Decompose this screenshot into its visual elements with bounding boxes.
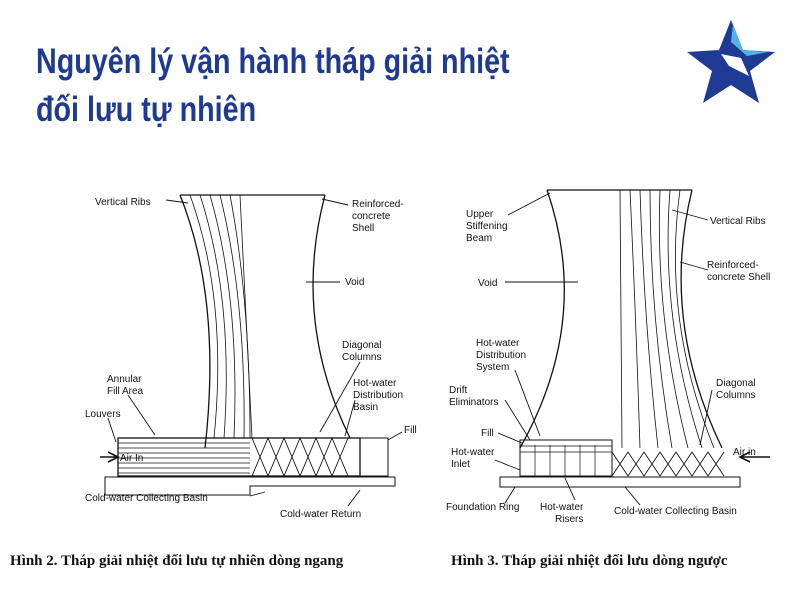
label-risers-line-2: Risers [555,514,583,525]
right-leader-lines [494,192,713,506]
left-tower-drawing [100,194,403,507]
label-hotinlet-line-1: Hot-water [451,447,495,458]
label-hotwater-line-3: Basin [353,402,378,413]
page-title-line-1: Nguyên lý vận hành tháp giải nhiệt [36,42,510,81]
right-fill-area [519,439,613,477]
label-vertical-ribs-right: Vertical Ribs [710,216,766,227]
label-shell-right-line-2: concrete Shell [707,272,770,283]
left-diagonal-columns [251,436,349,478]
right-vertical-ribs [619,189,715,449]
left-vertical-ribs [189,194,253,439]
left-shell-outer-right [312,194,351,439]
left-labels: Vertical Ribs Reinforced- concrete Shell… [85,197,417,520]
label-diagonal-line-2: Columns [342,352,381,363]
left-air-arrow [100,451,120,463]
left-shell-outer-left [179,194,211,449]
label-foundation: Foundation Ring [446,502,519,513]
label-cold-return: Cold-water Return [280,509,361,520]
right-cold-basin [499,476,741,488]
label-shell-line-3: Shell [352,223,374,234]
label-void-right: Void [478,278,497,289]
label-shell-right-line-1: Reinforced- [707,260,759,271]
left-louvers [118,442,250,474]
right-diagonal-columns [611,451,725,477]
label-fill: Fill [404,425,417,436]
label-louvers: Louvers [85,409,121,420]
page-title: Nguyên lý vận hành tháp giải nhiệt đối l… [36,38,528,134]
label-diagonal-line-1: Diagonal [342,340,381,351]
label-diagonal-right-line-1: Diagonal [716,378,755,389]
label-air-in: Air In [120,453,143,464]
label-diagonal-right-line-2: Columns [716,390,755,401]
figure-caption-right: Hình 3. Tháp giải nhiệt đối lưu dòng ngư… [451,553,728,569]
star-icon [687,20,775,103]
label-drift-line-2: Eliminators [449,397,498,408]
label-annular-line-1: Annular [107,374,142,385]
left-cold-basin [104,476,396,496]
label-hotdist-line-3: System [476,362,509,373]
label-air-in-right: Air in [733,447,756,458]
label-risers-line-1: Hot-water [540,502,584,513]
right-labels: Upper Stiffening Beam Vertical Ribs Void… [446,209,770,525]
label-shell-line-2: concrete [352,211,391,222]
label-hotdist-line-1: Hot-water [476,338,520,349]
label-vertical-ribs: Vertical Ribs [95,197,151,208]
label-hotwater-line-1: Hot-water [353,378,397,389]
label-hotwater-line-2: Distribution [353,390,403,401]
label-upper-line-3: Beam [466,233,492,244]
label-hotinlet-line-2: Inlet [451,459,470,470]
right-air-arrow [738,451,770,463]
label-void: Void [345,277,364,288]
label-upper-line-1: Upper [466,209,494,220]
page-title-line-2: đối lưu tự nhiên [36,90,257,129]
label-upper-line-2: Stiffening [466,221,508,232]
label-cold-basin: Cold-water Collecting Basin [85,493,208,504]
figure-caption-left: Hình 2. Tháp giải nhiệt đối lưu tự nhiên… [10,553,344,569]
label-shell-line-1: Reinforced- [352,199,404,210]
right-shell-outer-left [519,189,565,449]
label-cold-basin-right: Cold-water Collecting Basin [614,506,737,517]
right-shell-outer-right [680,189,723,449]
label-annular-line-2: Fill Area [107,386,144,397]
right-risers [520,445,612,476]
label-fill-right: Fill [481,428,494,439]
right-tower-drawing [494,189,770,506]
label-drift-line-1: Drift [449,385,468,396]
left-leader-lines [107,198,403,507]
label-hotdist-line-2: Distribution [476,350,526,361]
left-fill-block [359,437,389,477]
